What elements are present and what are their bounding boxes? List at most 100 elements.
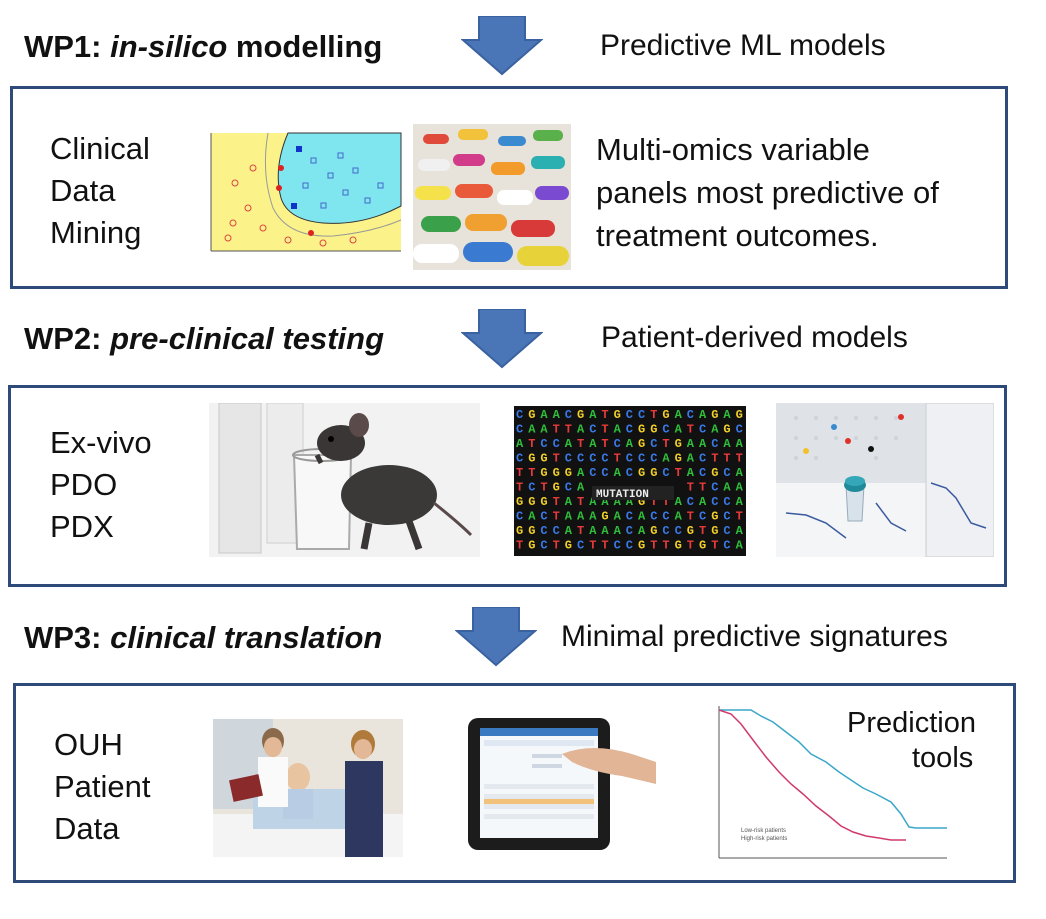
dna-base-letter: A xyxy=(723,408,731,422)
dna-base-letter: C xyxy=(650,452,657,466)
dna-base-letter: A xyxy=(736,495,744,509)
dna-base-letter: A xyxy=(723,437,731,451)
dna-base-letter: G xyxy=(516,524,523,538)
dna-base-letter: A xyxy=(699,495,707,509)
dna-base-letter: A xyxy=(687,452,695,466)
dna-base-letter: G xyxy=(528,539,535,553)
dna-base-letter: A xyxy=(565,495,573,509)
dna-base-letter: C xyxy=(589,423,596,437)
dna-base-letter: T xyxy=(614,452,621,466)
dna-base-letter: A xyxy=(736,437,744,451)
dna-base-letter: C xyxy=(711,495,718,509)
dna-base-letter: C xyxy=(601,452,608,466)
dna-base-letter: T xyxy=(711,539,718,553)
dna-base-letter: C xyxy=(662,423,669,437)
dna-base-letter: T xyxy=(687,539,694,553)
dna-base-letter: G xyxy=(638,466,645,480)
dna-base-letter: C xyxy=(662,466,669,480)
dna-base-letter: T xyxy=(516,481,523,495)
dna-base-letter: C xyxy=(662,524,669,538)
dna-base-letter: C xyxy=(626,423,633,437)
down-arrow-icon xyxy=(455,607,537,667)
dna-base-letter: C xyxy=(711,437,718,451)
wp1-description-1: Multi-omics variable xyxy=(596,132,870,167)
dna-base-letter: G xyxy=(675,452,682,466)
dna-base-letter: T xyxy=(601,539,608,553)
dna-base-letter: C xyxy=(723,495,730,509)
dna-base-letter: G xyxy=(528,524,535,538)
dna-base-letter: G xyxy=(650,524,657,538)
dna-base-letter: G xyxy=(638,423,645,437)
dna-base-letter: C xyxy=(516,423,523,437)
dna-base-letter: T xyxy=(553,539,560,553)
dna-base-letter: A xyxy=(687,437,695,451)
wp1-subtitle: Predictive ML models xyxy=(600,29,886,62)
dna-base-letter: G xyxy=(675,437,682,451)
km-survival-chart: Low-risk patients High-risk patients xyxy=(691,702,951,870)
dna-mutation-label: MUTATION xyxy=(596,489,649,501)
dna-base-letter: A xyxy=(589,495,597,509)
dna-base-letter: T xyxy=(553,452,560,466)
dna-base-letter: C xyxy=(614,539,621,553)
dna-base-letter: T xyxy=(711,452,718,466)
dna-base-letter: G xyxy=(687,524,694,538)
dna-base-letter: G xyxy=(540,466,547,480)
dna-base-letter: C xyxy=(540,437,547,451)
wp2-label-3: PDX xyxy=(50,509,114,544)
dna-base-letter: A xyxy=(675,423,683,437)
dna-base-letter: T xyxy=(662,495,669,509)
dna-base-letter: T xyxy=(601,423,608,437)
dna-base-letter: T xyxy=(577,437,584,451)
wp1-label-2: Data xyxy=(50,173,116,208)
dna-base-letter: T xyxy=(650,495,657,509)
dna-base-letter: T xyxy=(589,539,596,553)
wp1-description-3: treatment outcomes. xyxy=(596,218,879,253)
dna-base-letter: T xyxy=(516,539,523,553)
wp3-title-bold: WP3: xyxy=(24,620,102,655)
dna-base-letter: A xyxy=(699,437,707,451)
dna-base-letter: G xyxy=(723,423,730,437)
wp1-description-2: panels most predictive of xyxy=(596,175,939,210)
dna-base-letter: A xyxy=(614,524,622,538)
dna-base-letter: A xyxy=(614,495,622,509)
dna-base-letter: A xyxy=(528,510,536,524)
dna-base-letter: A xyxy=(589,408,597,422)
wp3-title: WP3: clinical translation xyxy=(24,620,382,656)
dna-base-letter: C xyxy=(565,452,572,466)
dna-base-letter: G xyxy=(711,408,718,422)
tablet-image xyxy=(462,714,656,854)
dna-base-letter: G xyxy=(711,510,718,524)
dna-base-letter: C xyxy=(626,539,633,553)
dna-base-letter: C xyxy=(601,466,608,480)
dna-base-letter: T xyxy=(699,481,706,495)
dna-base-letter: T xyxy=(687,510,694,524)
dna-base-letter: C xyxy=(699,452,706,466)
dna-base-letter: C xyxy=(723,539,730,553)
dna-base-letter: A xyxy=(601,495,609,509)
dna-base-letter: A xyxy=(614,423,622,437)
mouse-beaker-image xyxy=(209,403,480,557)
wp1-title-bold: WP1: xyxy=(24,29,102,64)
dna-base-letter: C xyxy=(626,452,633,466)
dna-base-letter: T xyxy=(565,423,572,437)
dna-base-letter: C xyxy=(662,510,669,524)
dna-base-letter: C xyxy=(687,495,694,509)
dna-base-letter: C xyxy=(565,481,572,495)
dna-base-letter: C xyxy=(553,524,560,538)
dna-base-letter: C xyxy=(723,466,730,480)
dna-base-letter: T xyxy=(662,539,669,553)
dna-base-letter: T xyxy=(553,510,560,524)
dna-base-letter: C xyxy=(626,510,633,524)
dna-base-letter: A xyxy=(565,437,573,451)
dna-base-letter: T xyxy=(553,495,560,509)
dna-base-letter: A xyxy=(662,452,670,466)
dna-base-letter: A xyxy=(675,510,683,524)
dna-base-letter: G xyxy=(528,408,535,422)
wp3-title-italic: clinical translation xyxy=(110,620,383,655)
dna-base-letter: C xyxy=(626,466,633,480)
dna-base-letter: C xyxy=(626,408,633,422)
dna-base-letter: G xyxy=(675,539,682,553)
dna-base-letter: A xyxy=(638,510,646,524)
wp3-label-3: Data xyxy=(54,811,120,846)
dna-base-letter: G xyxy=(638,495,645,509)
